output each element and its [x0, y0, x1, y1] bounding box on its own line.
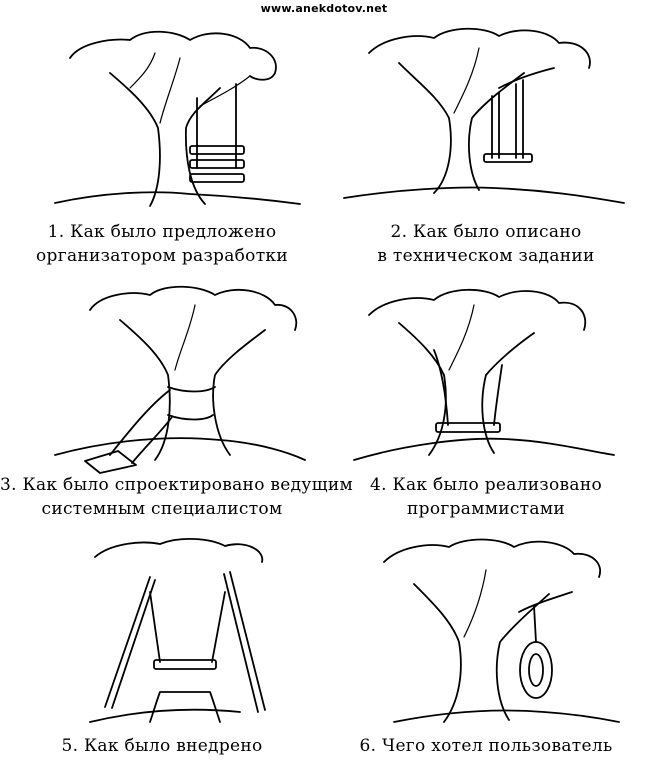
- swing-seat: [84, 450, 137, 474]
- tree-canopy: [368, 27, 591, 69]
- tree-trunk-right: [468, 72, 525, 191]
- prop-right: [229, 571, 266, 711]
- tree-canopy: [368, 288, 587, 331]
- tree-trunk-left: [109, 72, 161, 207]
- tree-trunk-left: [413, 583, 462, 723]
- panel-6-caption: 6. Чего хотел пользователь: [324, 734, 648, 758]
- panel-4-drawing: [353, 288, 615, 461]
- ground-line: [54, 191, 301, 205]
- panel-3-drawing: [54, 285, 306, 474]
- ground-line: [393, 709, 620, 723]
- panel-4-caption: 4. Как было реализовано программистами: [324, 473, 648, 521]
- swing-seat: [153, 659, 217, 670]
- tree-canopy: [383, 538, 601, 578]
- panel-2-caption-line1: 2. Как было описано: [390, 222, 582, 242]
- panel-1: 1. Как было предложено организатором раз…: [0, 18, 324, 268]
- ground-line: [353, 437, 615, 461]
- rope-wrap-bottom: [167, 414, 214, 421]
- swing-rope-right: [131, 416, 173, 464]
- tree-stump: [149, 691, 221, 723]
- tree-canopy: [69, 30, 277, 81]
- panel-2: 2. Как было описано в техническом задани…: [324, 18, 648, 268]
- panel-4-caption-line2: программистами: [407, 499, 565, 519]
- panel-1-caption-line2: организатором разработки: [36, 246, 288, 266]
- tree-trunk-right: [212, 329, 266, 456]
- ground-line: [54, 437, 306, 461]
- tree-trunk-left: [398, 322, 447, 456]
- tree-trunk-right: [184, 87, 221, 205]
- panel-2-caption-line2: в техническом задании: [377, 246, 595, 266]
- prop-left: [104, 576, 151, 708]
- swing-rope-left: [149, 591, 161, 663]
- panel-5-caption-line1: 5. Как было внедрено: [61, 736, 263, 756]
- swing-rope-left: [433, 349, 449, 426]
- swing-seat-2: [189, 159, 245, 169]
- tree-canopy: [89, 285, 298, 331]
- swing-rope-left: [109, 389, 171, 456]
- tree-trunk-left: [398, 62, 452, 194]
- tree-branch: [518, 591, 573, 613]
- ground-line: [89, 708, 241, 723]
- swing-rope-right: [211, 591, 226, 663]
- panel-5: 5. Как было внедрено: [0, 532, 324, 768]
- tree-canopy: [94, 538, 263, 563]
- panel-3-caption: 3. Как было спроектировано ведущим систе…: [0, 473, 353, 521]
- tree-trunk-right: [495, 593, 550, 721]
- panel-2-caption: 2. Как было описано в техническом задани…: [324, 220, 648, 268]
- prop-right-b: [223, 573, 259, 713]
- panel-5-drawing: [89, 538, 266, 723]
- swing-seat: [483, 153, 533, 163]
- panel-2-drawing: [343, 27, 625, 204]
- swing-rope: [533, 605, 537, 643]
- panel-1-caption-line1: 1. Как было предложено: [47, 222, 277, 242]
- tire-inner: [528, 653, 544, 687]
- swing-seat-1: [189, 145, 245, 155]
- site-url: www.anekdotov.net: [260, 2, 388, 15]
- panel-3-caption-line2: системным специалистом: [41, 499, 283, 519]
- panel-1-caption: 1. Как было предложено организатором раз…: [0, 220, 324, 268]
- panel-1-drawing: [54, 30, 301, 207]
- swing-seat-3: [189, 173, 245, 183]
- panel-3: 3. Как было спроектировано ведущим систе…: [0, 275, 353, 525]
- panel-4: 4. Как было реализовано программистами: [324, 275, 648, 525]
- panel-4-caption-line1: 4. Как было реализовано: [369, 475, 603, 495]
- ground-line: [343, 186, 625, 204]
- panel-3-caption-line1: 3. Как было спроектировано ведущим: [0, 475, 353, 495]
- tree-trunk-left: [119, 319, 171, 461]
- swing-seat: [435, 422, 501, 433]
- panel-5-caption: 5. Как было внедрено: [0, 734, 324, 758]
- swing-rope-right: [493, 364, 503, 426]
- panel-6-caption-line1: 6. Чего хотел пользователь: [359, 736, 613, 756]
- panel-6: 6. Чего хотел пользователь: [324, 532, 648, 768]
- tree-branch: [498, 67, 555, 89]
- tree-trunk-right: [481, 332, 535, 454]
- tire-outer: [519, 641, 553, 699]
- prop-left-b: [111, 579, 156, 709]
- panel-6-drawing: [383, 538, 620, 723]
- rope-wrap-top: [167, 386, 216, 393]
